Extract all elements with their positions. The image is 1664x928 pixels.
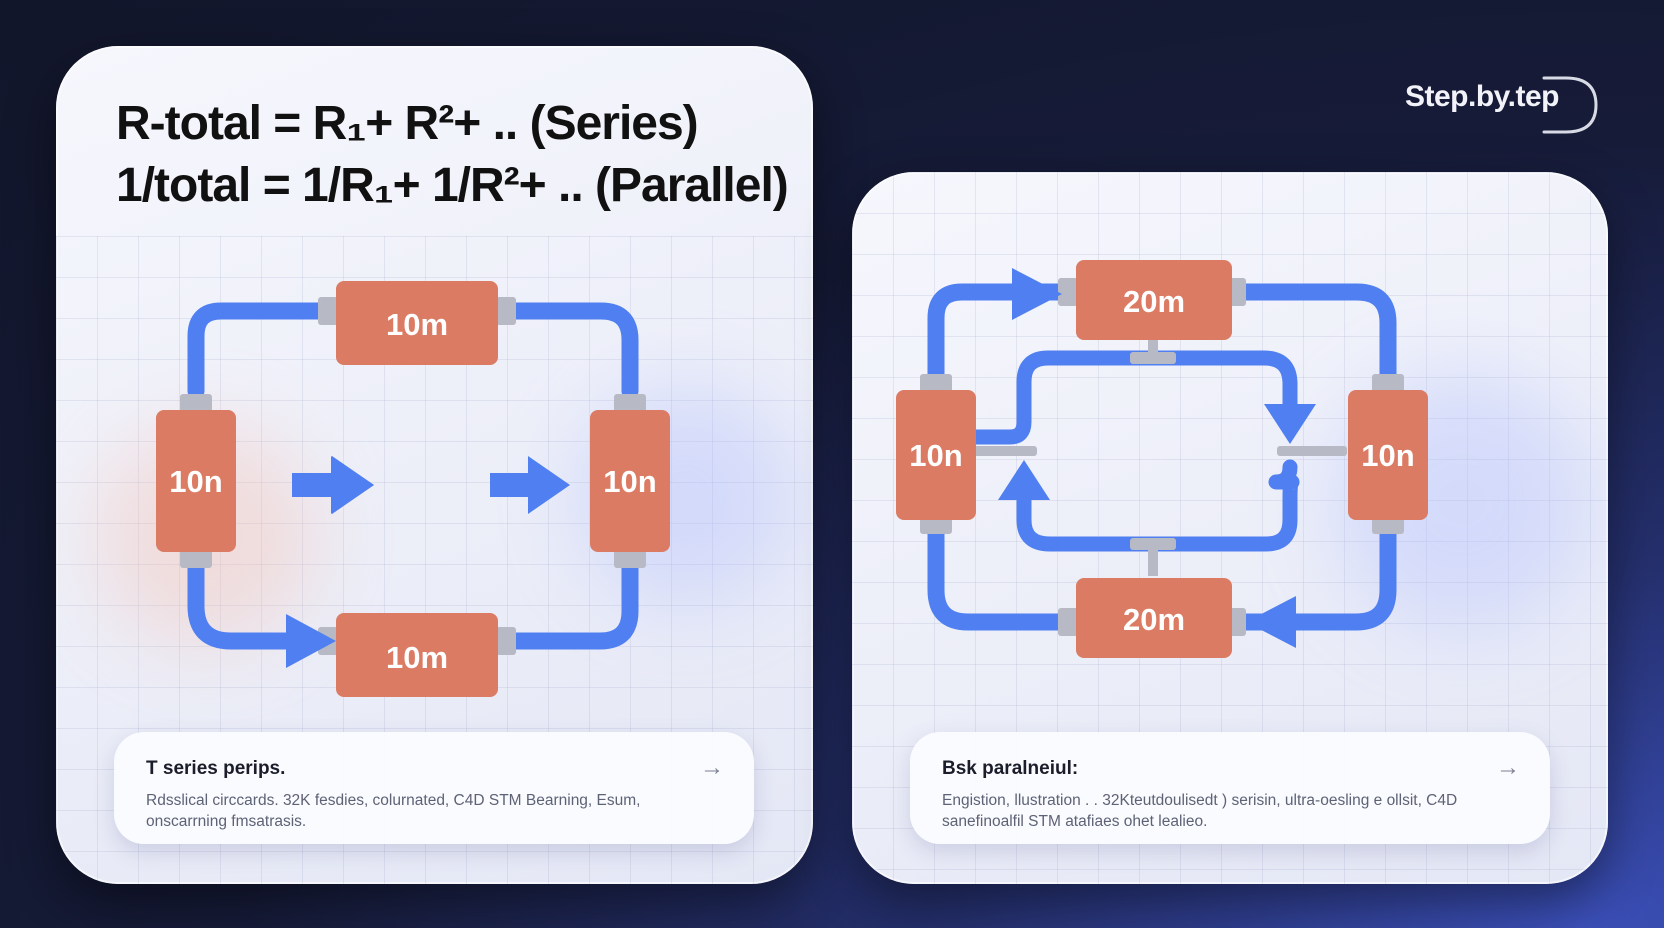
connector: [496, 297, 516, 325]
connector: [1372, 516, 1404, 534]
connector: [1130, 352, 1176, 364]
brand-arc-icon: [1542, 76, 1598, 134]
inner-wire: [964, 350, 1300, 552]
caption-body: Engistion, llustration . . 32Kteutdoulis…: [942, 792, 1458, 830]
outer-wire: [927, 283, 1397, 631]
resistor-top-label: 20m: [1123, 284, 1185, 319]
series-circuit-diagram: 10m 10n 10n 10m: [156, 281, 670, 697]
arrow-right-icon[interactable]: →: [1496, 754, 1520, 781]
connector: [1148, 542, 1158, 576]
resistor-right-label: 10n: [1361, 438, 1414, 473]
resistor-left: 10n: [156, 410, 236, 552]
brand-label: Step.by.tep: [1405, 80, 1559, 113]
caption-body: Rdsslical circcards. 32K fesdies, colurn…: [146, 792, 641, 830]
resistor-top: 10m: [336, 281, 498, 365]
resistor-bottom: 10m: [336, 613, 498, 697]
connector: [920, 374, 952, 392]
connector: [1130, 538, 1176, 550]
connector: [1058, 278, 1078, 306]
resistor-top-label: 10m: [386, 307, 448, 342]
resistor-bottom-label: 10m: [386, 640, 448, 675]
resistor-left-label: 10n: [909, 438, 962, 473]
arrow-right-icon-shaft: [490, 473, 532, 497]
arrow-left-icon: [1246, 596, 1296, 648]
flow-arrows: [998, 268, 1316, 648]
resistor-left: 10n: [896, 390, 976, 520]
connector: [614, 394, 646, 412]
resistor-bottom-label: 20m: [1123, 602, 1185, 637]
series-formula: R-total = R₁+ R²+ .. (Series): [116, 97, 699, 150]
connector: [496, 627, 516, 655]
series-panel: R-total = R₁+ R²+ .. (Series) 1/total = …: [56, 46, 813, 884]
connector: [1372, 374, 1404, 392]
caption-title: Bsk paralneiul:: [942, 758, 1079, 779]
parallel-caption-card[interactable]: Bsk paralneiul: Engistion, llustration .…: [910, 732, 1550, 844]
series-caption-card[interactable]: T series perips. Rdsslical circcards. 32…: [114, 732, 754, 844]
connector: [920, 516, 952, 534]
arrow-right-icon: [528, 456, 570, 514]
connector: [180, 550, 212, 568]
caption-title: T series perips.: [146, 758, 286, 779]
parallel-circuit-diagram: 20m 10n 10n 20m: [896, 260, 1428, 658]
connector: [180, 394, 212, 412]
arrow-right-icon: [1012, 268, 1062, 320]
resistor-right: 10n: [1348, 390, 1428, 520]
connector: [967, 446, 1037, 456]
resistor-left-label: 10n: [169, 464, 222, 499]
connector: [614, 550, 646, 568]
connector: [318, 297, 338, 325]
arrow-right-icon[interactable]: →: [700, 754, 724, 781]
flow-arrows: [286, 456, 570, 668]
arrow-down-icon: [1264, 404, 1316, 444]
resistor-right: 10n: [590, 410, 670, 552]
series-wire: [187, 302, 639, 650]
parallel-formula: 1/total = 1/R₁+ 1/R²+ .. (Parallel): [116, 159, 789, 212]
connector: [1277, 446, 1347, 456]
connector: [1058, 608, 1078, 636]
resistor-bottom: 20m: [1076, 578, 1232, 658]
arrow-right-icon: [286, 614, 336, 668]
arrow-right-icon-head: [332, 456, 374, 514]
arrow-up-icon: [998, 460, 1050, 500]
parallel-panel: 20m 10n 10n 20m Bsk paralneiul: Engistio…: [852, 172, 1608, 884]
resistor-right-label: 10n: [603, 464, 656, 499]
resistor-top: 20m: [1076, 260, 1232, 340]
arrow-right-icon-shaft: [292, 473, 334, 497]
